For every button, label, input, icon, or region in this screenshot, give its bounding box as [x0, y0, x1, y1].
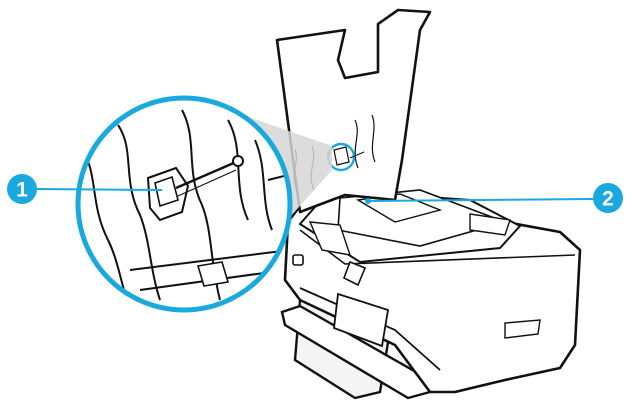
- callout-1-number: 1: [16, 179, 28, 202]
- callout-2-number: 2: [602, 188, 614, 211]
- document-feeder: [277, 10, 520, 262]
